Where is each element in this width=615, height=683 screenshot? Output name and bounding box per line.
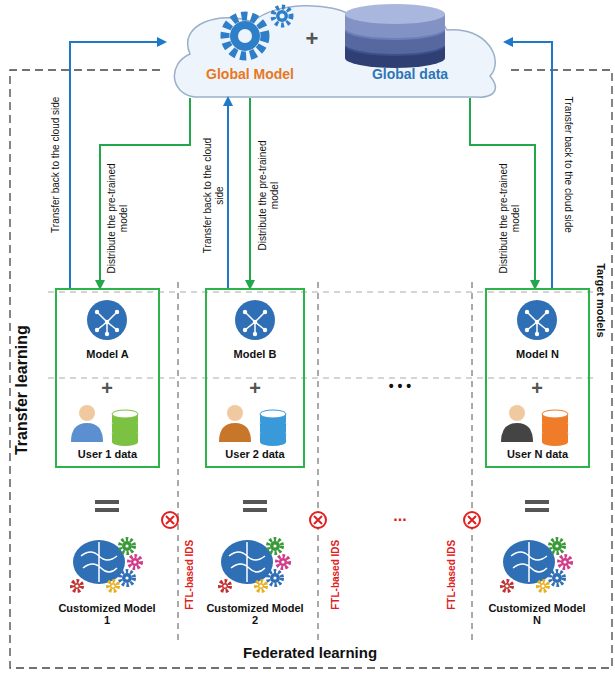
edge-label: Transfer back to the cloud side: [562, 80, 574, 250]
ellipsis: ...: [380, 507, 420, 525]
guide-line: [48, 292, 596, 293]
cloud-shape: [174, 6, 495, 97]
blocked-icon: [162, 512, 480, 528]
edge-label: Distribute the pre-trained model: [257, 130, 280, 260]
side-title: Transfer learning: [13, 290, 31, 490]
plus-sign: +: [243, 377, 267, 400]
frame-dashed: [10, 70, 612, 668]
user-data-label: User 2 data: [207, 448, 303, 461]
model-label: Model N: [487, 348, 588, 361]
separator: [178, 282, 179, 640]
ids-label: FTL-based IDS: [184, 525, 196, 625]
ellipsis: • • •: [370, 378, 430, 394]
side-title: Target models: [595, 240, 608, 360]
upload-arrow: [227, 98, 229, 288]
ids-label: FTL-based IDS: [446, 525, 458, 625]
customized-model-label: Customized Model 1: [57, 602, 157, 627]
model-label: Model A: [57, 348, 158, 361]
edge-label: Distribute the pre-trained model: [498, 153, 521, 283]
separator: [318, 282, 319, 640]
distribute-arrow: [100, 98, 190, 288]
column-icons: [71, 300, 141, 591]
database-icon: [345, 4, 445, 68]
separator: [472, 282, 473, 640]
edge-label: Transfer back to the cloud side: [202, 135, 225, 255]
distribute-arrow: [249, 98, 251, 288]
edge-label: Distribute the pre-trained model: [106, 153, 129, 283]
model-label: Model B: [207, 348, 303, 361]
bottom-title: Federated learning: [200, 644, 420, 661]
distribute-arrow: [470, 98, 535, 288]
upload-arrow: [505, 42, 552, 288]
user-data-label: User 1 data: [57, 448, 158, 461]
plus-sign: +: [525, 377, 549, 400]
edge-label: Transfer back to the cloud side: [50, 80, 62, 250]
column-icons: [219, 300, 289, 591]
customized-model-label: Customized Model 2: [205, 602, 305, 627]
cloud-label: Global data: [355, 66, 465, 82]
user-data-label: User N data: [487, 448, 588, 461]
ids-label: FTL-based IDS: [330, 525, 342, 625]
column-icons: [501, 300, 571, 591]
gear-icon: [225, 7, 291, 56]
guide-line: [48, 378, 596, 379]
cloud-label: Global Model: [195, 66, 305, 82]
upload-arrow: [70, 42, 165, 288]
cloud-node: Global Model Global data: [165, 2, 505, 98]
customized-model-label: Customized Model N: [487, 602, 587, 627]
plus-sign: +: [95, 377, 119, 400]
plus-sign: +: [300, 26, 324, 51]
